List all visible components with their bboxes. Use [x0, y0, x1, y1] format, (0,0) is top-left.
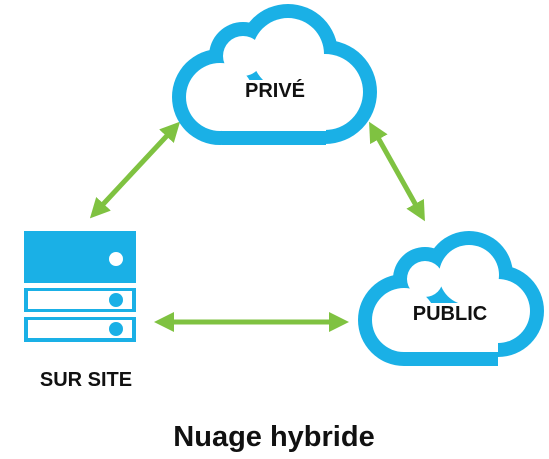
public-cloud-label: PUBLIC: [413, 303, 487, 325]
arrow-private-public: [369, 121, 425, 222]
server-icon: [24, 231, 136, 342]
on-premises-label: SUR SITE: [40, 369, 132, 391]
public-cloud: PUBLIC: [358, 231, 544, 366]
arrow-onsite-private: [89, 121, 181, 219]
cloud-icon: [358, 231, 544, 366]
connection-arrows: [89, 121, 425, 332]
on-premises-server: SUR SITE: [24, 231, 136, 391]
diagram-title: Nuage hybride: [173, 421, 374, 453]
private-cloud: PRIVÉ: [172, 4, 377, 145]
cloud-icon: [172, 4, 377, 145]
private-cloud-label: PRIVÉ: [245, 79, 305, 102]
